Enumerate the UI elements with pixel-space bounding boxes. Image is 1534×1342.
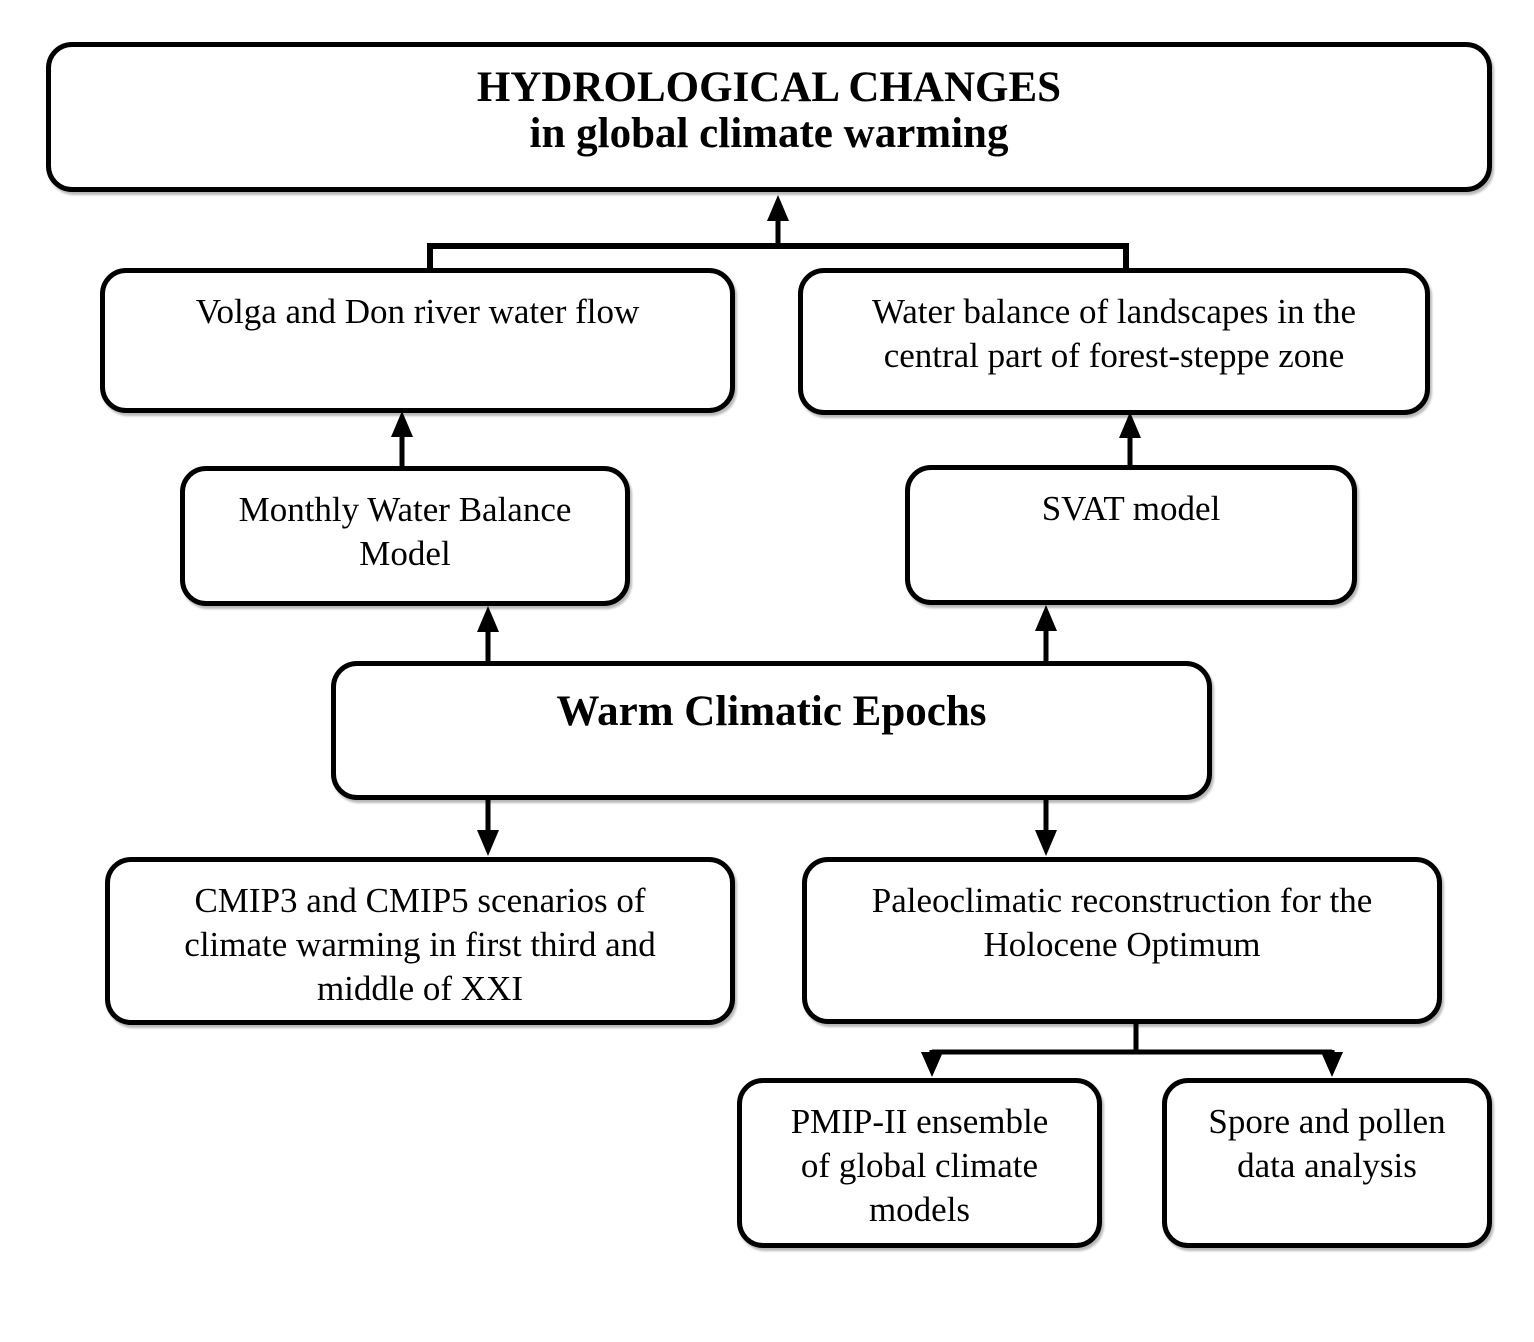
arrow-monthly-to-volga-head — [391, 411, 413, 437]
node-text-line: Model — [359, 534, 451, 573]
node-text-line: central part of forest-steppe zone — [883, 336, 1345, 375]
arrow-warm-to-cmip-head — [477, 830, 499, 856]
node-text-line: Holocene Optimum — [983, 925, 1261, 964]
node-text-line: of global climate — [800, 1146, 1039, 1185]
node-text-line: Spore and pollen — [1208, 1102, 1446, 1141]
arrow-warm-to-paleo-head — [1035, 830, 1057, 856]
node-text-line: SVAT model — [1041, 489, 1221, 528]
arrow-paleo-to-pmip-head — [921, 1052, 943, 1077]
node-title-line: Warm Climatic Epochs — [556, 688, 987, 735]
connector-split-bottom — [932, 1022, 1332, 1055]
node-hydrological-changes: HYDROLOGICAL CHANGES in global climate w… — [46, 42, 1492, 192]
node-text-line: Water balance of landscapes in the — [871, 292, 1357, 331]
node-text-line: Volga and Don river water flow — [195, 292, 640, 331]
node-cmip-scenarios: CMIP3 and CMIP5 scenarios of climate war… — [105, 857, 735, 1025]
node-text-line: CMIP3 and CMIP5 scenarios of — [194, 881, 646, 920]
node-text-line: Monthly Water Balance — [238, 490, 572, 529]
arrow-warm-to-monthly-head — [477, 606, 499, 632]
arrow-merge-to-title-head — [767, 195, 789, 221]
node-title-line: HYDROLOGICAL CHANGES — [476, 64, 1062, 111]
node-title-line: in global climate warming — [529, 110, 1009, 157]
node-text-line: models — [868, 1190, 971, 1229]
node-spore-pollen-analysis: Spore and pollen data analysis — [1162, 1078, 1492, 1248]
node-paleoclimatic-reconstruction: Paleoclimatic reconstruction for the Hol… — [802, 857, 1442, 1024]
node-volga-don-water-flow: Volga and Don river water flow — [100, 268, 735, 413]
node-monthly-water-balance-model: Monthly Water Balance Model — [180, 466, 630, 606]
node-svat-model: SVAT model — [905, 465, 1357, 605]
arrow-paleo-to-spore-head — [1321, 1052, 1343, 1077]
arrow-warm-to-svat-head — [1035, 605, 1057, 631]
node-text-line: Paleoclimatic reconstruction for the — [871, 881, 1373, 920]
node-text-line: PMIP-II ensemble — [790, 1102, 1049, 1141]
node-water-balance-landscapes: Water balance of landscapes in the centr… — [798, 268, 1430, 415]
node-text-line: middle of XXI — [316, 969, 524, 1008]
node-warm-climatic-epochs: Warm Climatic Epochs — [331, 661, 1212, 800]
node-text-line: data analysis — [1237, 1146, 1417, 1185]
node-text-line: climate warming in first third and — [184, 925, 656, 964]
node-pmip-ensemble: PMIP-II ensemble of global climate model… — [737, 1078, 1102, 1248]
arrow-svat-to-waterbalance-head — [1119, 412, 1141, 438]
